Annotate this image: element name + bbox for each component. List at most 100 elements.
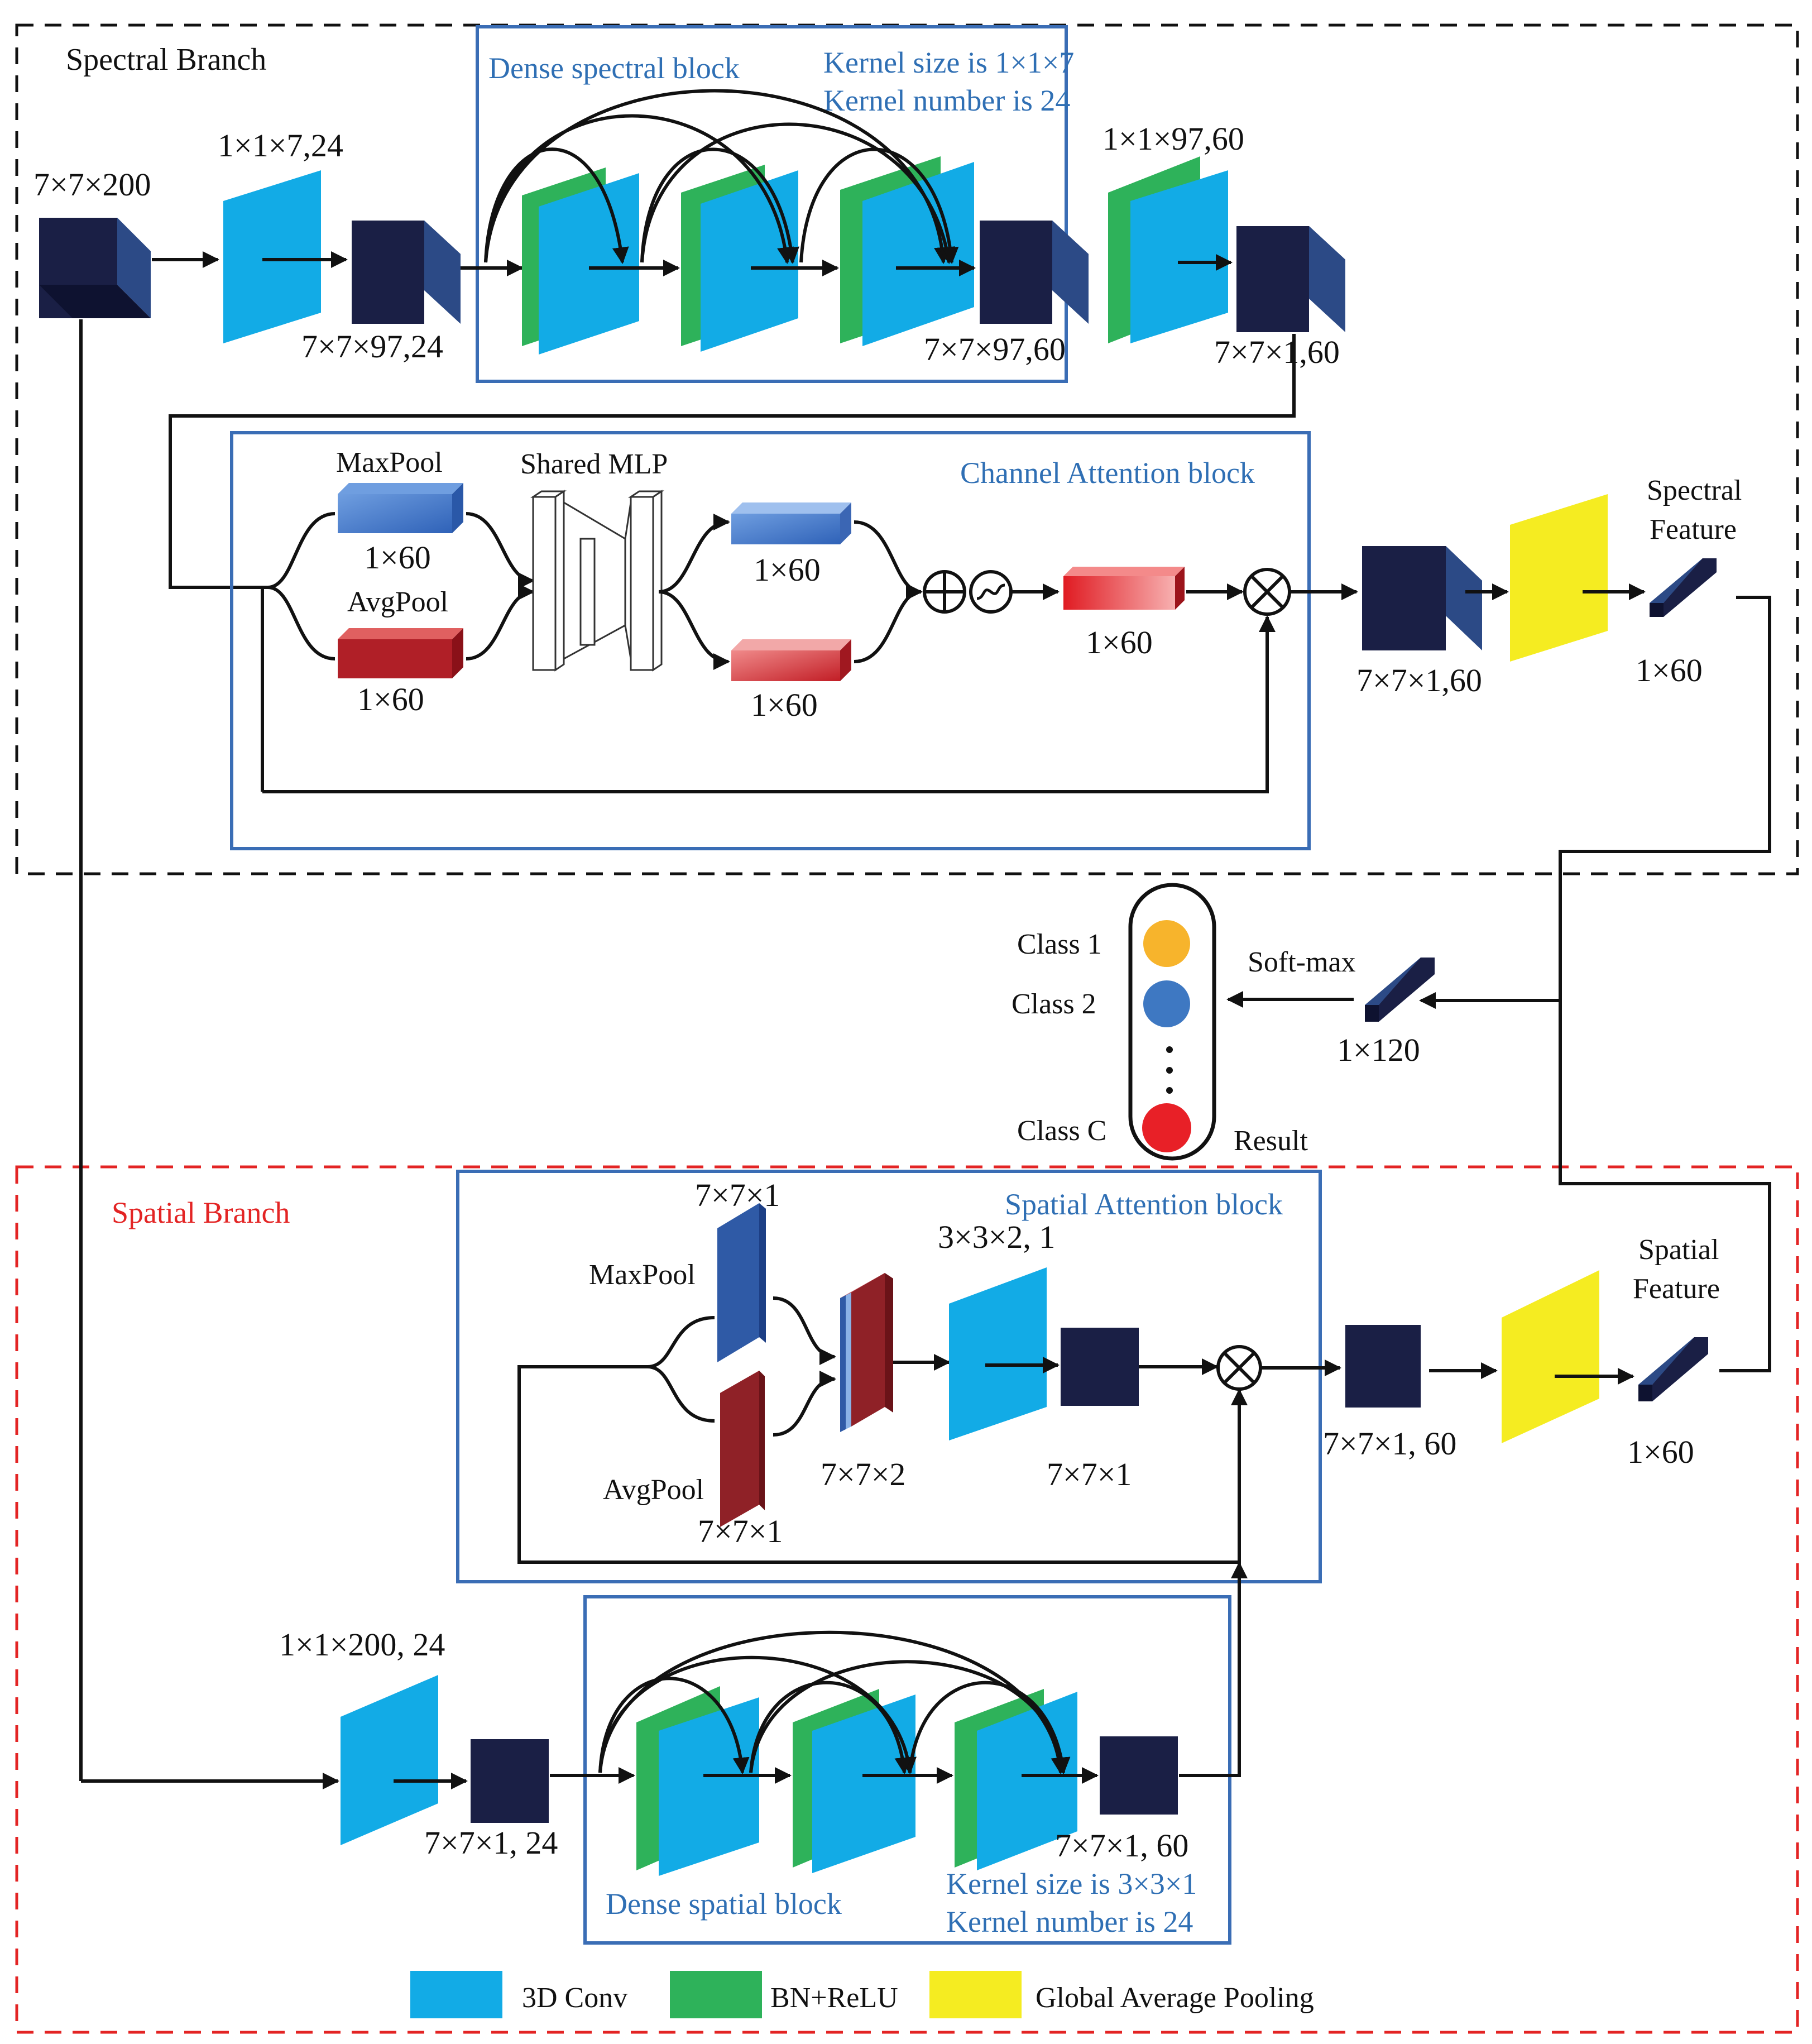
spatial-cube1 [471,1739,549,1823]
channel-attention-title: Channel Attention block [960,456,1255,490]
spatial-feature-vector [1638,1337,1708,1401]
spatial-cube1-dim: 7×7×1, 24 [424,1825,558,1861]
legend-gap-label: Global Average Pooling [1036,1982,1314,2014]
dense-spatial-kernel-size: Kernel size is 3×3×1 [946,1867,1197,1901]
mlp-out1-dim: 1×60 [754,552,821,588]
spectral-feature-title-1: Spectral [1647,475,1742,506]
channel-avgpool-label: AvgPool [347,586,448,618]
line-spatial-feature-to-fusion [1559,999,1771,1372]
fused-dim: 1×120 [1337,1032,1420,1068]
spatial-feature-title-1: Spatial [1638,1234,1719,1266]
dense-spectral-layer-2 [681,165,798,352]
spatial-feature-title-2: Feature [1633,1273,1720,1305]
fused-feature-vector [1365,958,1435,1022]
arrow-max-to-mlp [466,512,535,589]
fork-to-avg [267,586,335,660]
dense-spatial-layer-2 [793,1689,915,1873]
skip-arc-3 [484,89,951,264]
spatial-feature-dim: 1×60 [1627,1434,1694,1470]
spectral-conv1-slab [223,170,321,343]
spectral-cube2-dim: 7×7×1,60 [1214,334,1340,370]
dense-spectral-output-cube [980,221,1089,324]
dense-spectral-block-title: Dense spectral block [488,51,740,85]
dense-spectral-output-dim: 7×7×97,60 [924,331,1066,367]
channel-maxpool-label: MaxPool [336,447,443,478]
spectral-gap-slab [1510,494,1608,662]
input-dim-label: 7×7×200 [33,166,151,203]
legend-conv3d-swatch [410,1971,502,2018]
legend-bnrelu-swatch [670,1971,762,2018]
spatial-attention-conv-slab [949,1267,1047,1440]
skip-arc-2 [484,114,794,264]
spatial-gap-slab [1502,1270,1599,1443]
spectral-attended-cube [1362,546,1482,650]
legend-bnrelu-label: BN+ReLU [770,1982,898,2014]
dense-spatial-layer-1 [636,1686,759,1876]
spatial-max-dim: 7×7×1 [695,1177,780,1213]
dense-spectral-layer-3 [840,156,974,346]
legend-conv3d-label: 3D Conv [522,1982,627,2014]
spatial-maxpool-label: MaxPool [589,1259,696,1291]
spatial-branch-frame [15,1165,1799,2034]
dense-spectral-kernel-size: Kernel size is 1×1×7 [823,46,1074,79]
class2-label: Class 2 [1012,988,1096,1020]
spatial-concat-map [840,1273,893,1432]
arrow-avg-to-mlp [466,583,535,660]
spectral-feature-title-2: Feature [1650,514,1737,545]
skip-arc-4 [640,147,799,264]
spatial-conv-dim: 3×3×2, 1 [938,1219,1055,1255]
channel-attention-weights-bar [1063,567,1185,610]
channel-att-dim: 1×60 [1086,624,1153,660]
dense-spectral-kernel-number: Kernel number is 24 [823,84,1070,117]
ellipsis-dot-2 [1166,1067,1173,1074]
arrow-mlp-to-out1 [658,514,730,593]
spatial-out-cube-dim: 7×7×1, 60 [1323,1425,1456,1462]
channel-attention-block [230,431,1311,850]
multiply-icon [1243,568,1291,616]
spatial-conv1-slab [341,1675,438,1845]
spatial-conv1-dim: 1×1×200, 24 [279,1626,445,1663]
dense-spectral-block [476,25,1068,383]
spectral-conv1-dim: 1×1×7,24 [218,127,343,164]
sp-skip-arc-1 [598,1677,750,1774]
channel-maxpool-bar [338,483,463,533]
channel-avgpool-bar [338,628,463,678]
spectral-cube2 [1236,226,1345,332]
classC-dot [1142,1103,1191,1152]
classC-label: Class C [1017,1115,1106,1147]
dense-spatial-block-title: Dense spatial block [606,1887,842,1921]
input-cube [39,218,151,318]
skip-arc-5 [640,122,955,264]
channel-avg-dim: 1×60 [357,681,424,717]
spectral-out-cube-dim: 7×7×1,60 [1356,662,1482,698]
spatial-avgpool-label: AvgPool [603,1474,704,1506]
shared-mlp [530,490,664,672]
mlp-out2-bar [731,639,851,681]
arrow-avg-to-concat [773,1371,836,1437]
class1-label: Class 1 [1017,928,1102,960]
dense-spatial-output-dim: 7×7×1, 60 [1055,1827,1188,1864]
dense-spatial-block [583,1595,1231,1945]
spatial-concat-dim: 7×7×2 [821,1456,905,1492]
add-icon [923,570,966,614]
spatial-multiply-icon [1216,1345,1262,1391]
sp-skip-arc-5 [749,1660,1071,1774]
skip-arc-1 [484,147,629,264]
dense-spatial-kernel-number: Kernel number is 24 [946,1905,1193,1938]
spectral-cube1 [352,221,461,324]
spatial-attended-cube [1345,1325,1421,1408]
spatial-attention-map [1061,1328,1139,1406]
fork-to-spatial-avg [647,1365,715,1423]
spatial-avgpool-map [720,1371,765,1527]
result-label: Result [1234,1125,1308,1157]
class2-dot [1143,980,1190,1027]
shared-mlp-label: Shared MLP [520,448,668,480]
spectral-branch-title: Spectral Branch [66,42,266,77]
arrow-max-to-concat [773,1296,836,1365]
ellipsis-dot-3 [1166,1087,1173,1094]
spatial-att-dim: 7×7×1 [1047,1456,1132,1492]
sp-skip-arc-6 [908,1681,1070,1774]
ellipsis-dot-1 [1166,1046,1173,1053]
